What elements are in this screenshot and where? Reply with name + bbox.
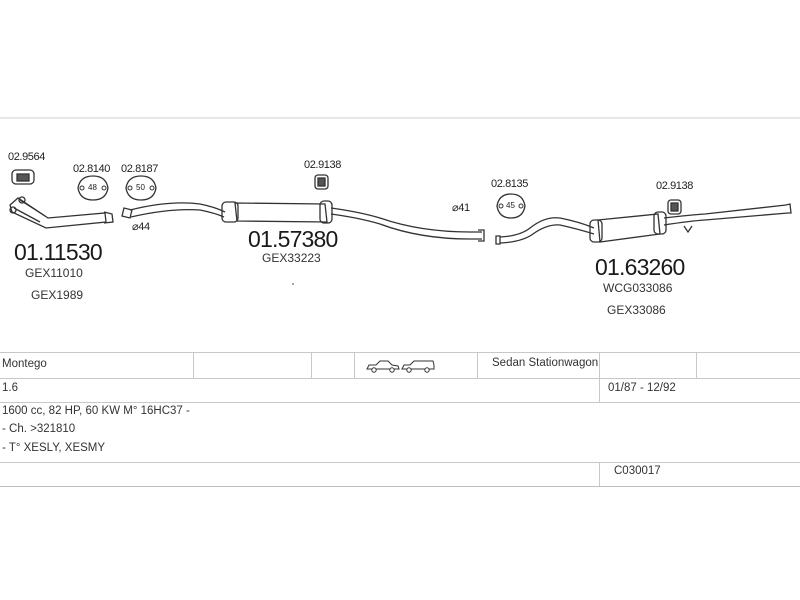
gasket-02-8187: [125, 175, 157, 201]
vehicle-body-types: Sedan Stationwagon: [492, 357, 599, 369]
vehicle-types: - T° XESLY, XESMY: [2, 442, 106, 454]
rear-silencer-code: 01.63260: [595, 254, 685, 280]
vehicle-chassis: - Ch. >321810: [2, 423, 76, 435]
clamp-02-9564: [11, 169, 35, 185]
rear-silencer-ref1: WCG033086: [603, 281, 673, 295]
gasket-badge-b: 50: [136, 183, 145, 192]
part-label-gasket-a: 02.8140: [73, 163, 110, 175]
vehicle-years: 01/87 - 12/92: [608, 382, 676, 394]
vehicle-engine-size: 1.6: [2, 382, 18, 394]
gasket-badge-a: 48: [88, 183, 97, 192]
gasket-badge-c: 45: [506, 201, 515, 210]
catalog-code: C030017: [614, 465, 661, 477]
front-pipe-ref1: GEX11010: [25, 266, 83, 280]
stationwagon-icon: [401, 360, 435, 373]
vehicle-model: Montego: [2, 358, 47, 370]
sedan-icon: [366, 360, 400, 373]
marker-dot: [292, 283, 294, 285]
front-pipe-ref2: GEX1989: [31, 288, 84, 302]
gasket-02-8140: [77, 175, 109, 201]
middle-pipe-drawing: [121, 200, 485, 242]
clamp-02-9138-a: [314, 174, 329, 190]
front-pipe-code: 01.11530: [14, 239, 103, 265]
gasket-02-8135: [496, 193, 526, 219]
front-pipe-drawing: [9, 196, 114, 229]
diameter-label-44: ⌀44: [132, 221, 150, 233]
part-label-gasket-c: 02.8135: [491, 178, 528, 190]
middle-silencer-ref1: GEX33223: [262, 251, 321, 265]
part-label-gasket-b: 02.8187: [121, 163, 158, 175]
exhaust-system-diagram: [0, 117, 800, 285]
part-label-clamp-b: 02.9138: [304, 159, 341, 171]
rear-silencer-ref2: GEX33086: [607, 303, 666, 317]
middle-silencer-code: 01.57380: [248, 226, 338, 252]
rear-pipe-drawing: [495, 203, 792, 245]
diameter-label-41: ⌀41: [452, 202, 470, 214]
part-label-clamp-c: 02.9138: [656, 180, 693, 192]
part-label-clamp-a: 02.9564: [8, 151, 45, 163]
clamp-02-9138-b: [667, 199, 682, 215]
vehicle-spec: 1600 cc, 82 HP, 60 KW M° 16HC37 -: [2, 405, 190, 417]
